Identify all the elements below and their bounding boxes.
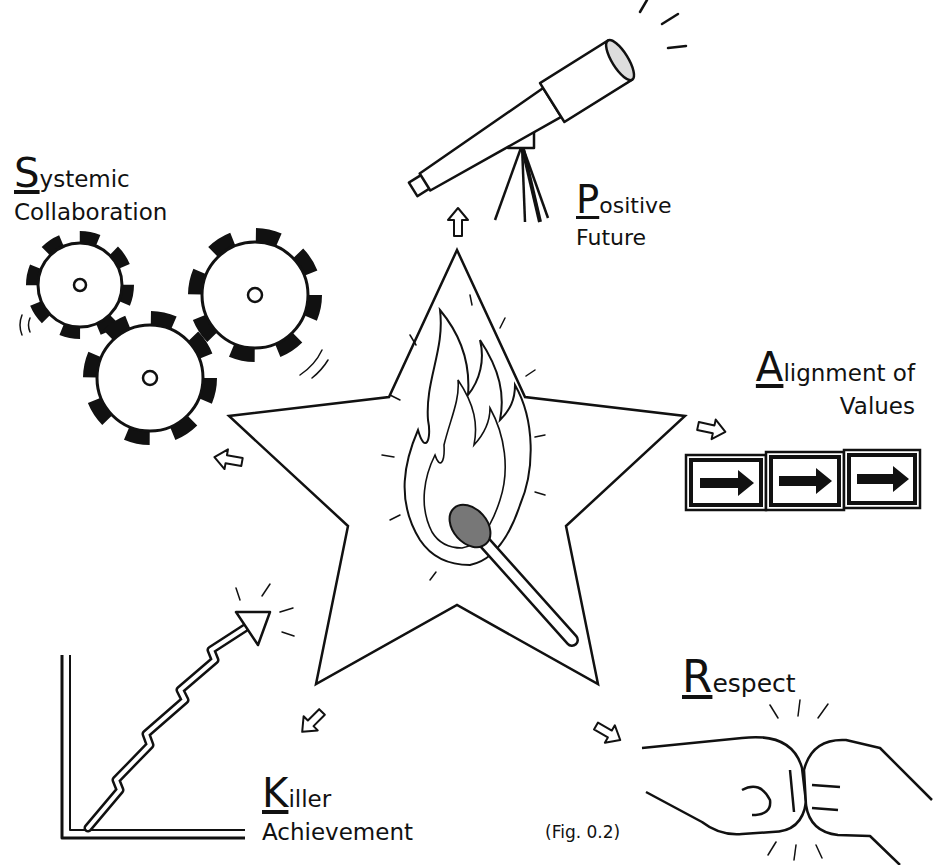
concept-label: Positive Future — [576, 176, 711, 252]
concept-label: Systemic Collaboration — [14, 148, 224, 227]
telescope — [401, 0, 686, 222]
concept-label: Respect — [682, 650, 862, 705]
gears — [20, 235, 328, 438]
aligned-arrow-boxes — [686, 450, 920, 510]
fist-bump — [642, 700, 932, 865]
figure-caption: (Fig. 0.2) — [545, 822, 655, 843]
growth-chart — [62, 584, 294, 838]
concept-label: Alignment of Values — [700, 342, 915, 421]
burning-match — [382, 295, 572, 640]
concept-label: Killer Achievement — [262, 768, 467, 847]
hollow-arrows — [213, 208, 728, 749]
